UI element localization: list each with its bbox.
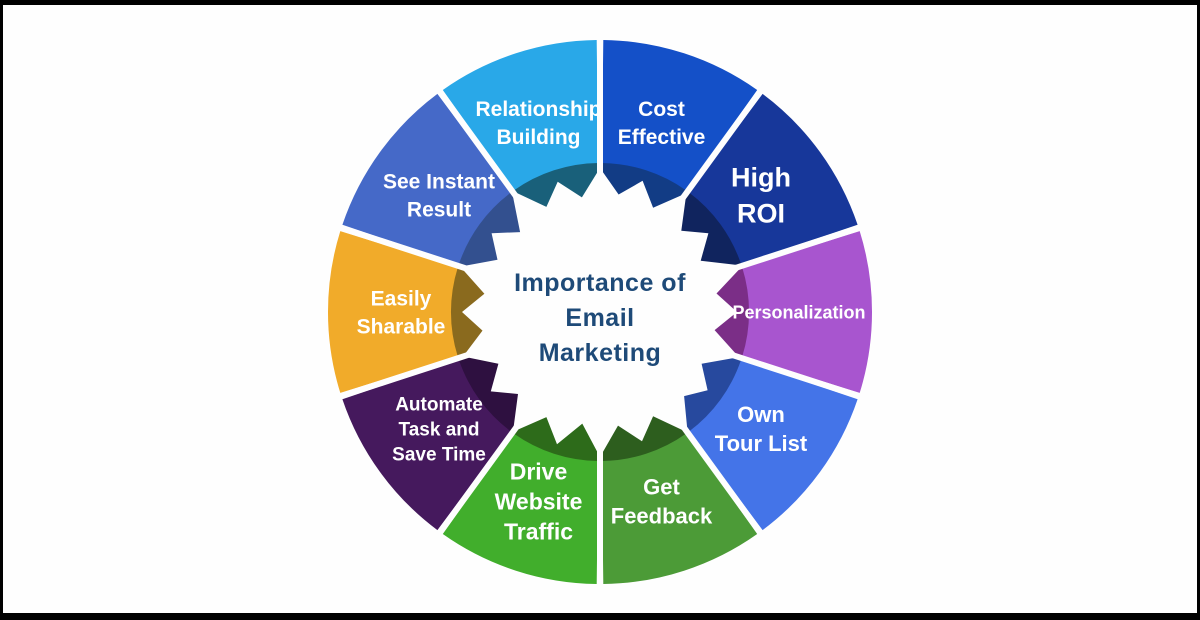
segment-drive-website-traffic — [442, 433, 599, 584]
center-starburst — [460, 168, 743, 457]
segment-personalization — [742, 231, 873, 393]
segment-easily-sharable — [327, 231, 458, 393]
center-title-line-2: Email — [565, 304, 635, 332]
segment-label-personalization: Personalization — [732, 302, 865, 322]
center-title-line-1: Importance of — [514, 269, 686, 297]
center-title-line-3: Marketing — [538, 339, 662, 367]
center-title: Importance of Email Marketing — [430, 266, 770, 371]
border-left — [0, 0, 3, 620]
segment-get-feedback — [601, 433, 758, 584]
segment-relationship-building — [442, 40, 599, 191]
border-top — [0, 0, 1200, 5]
border-bottom — [0, 613, 1200, 620]
border-right — [1197, 0, 1200, 620]
segment-cost-effective — [601, 40, 758, 191]
